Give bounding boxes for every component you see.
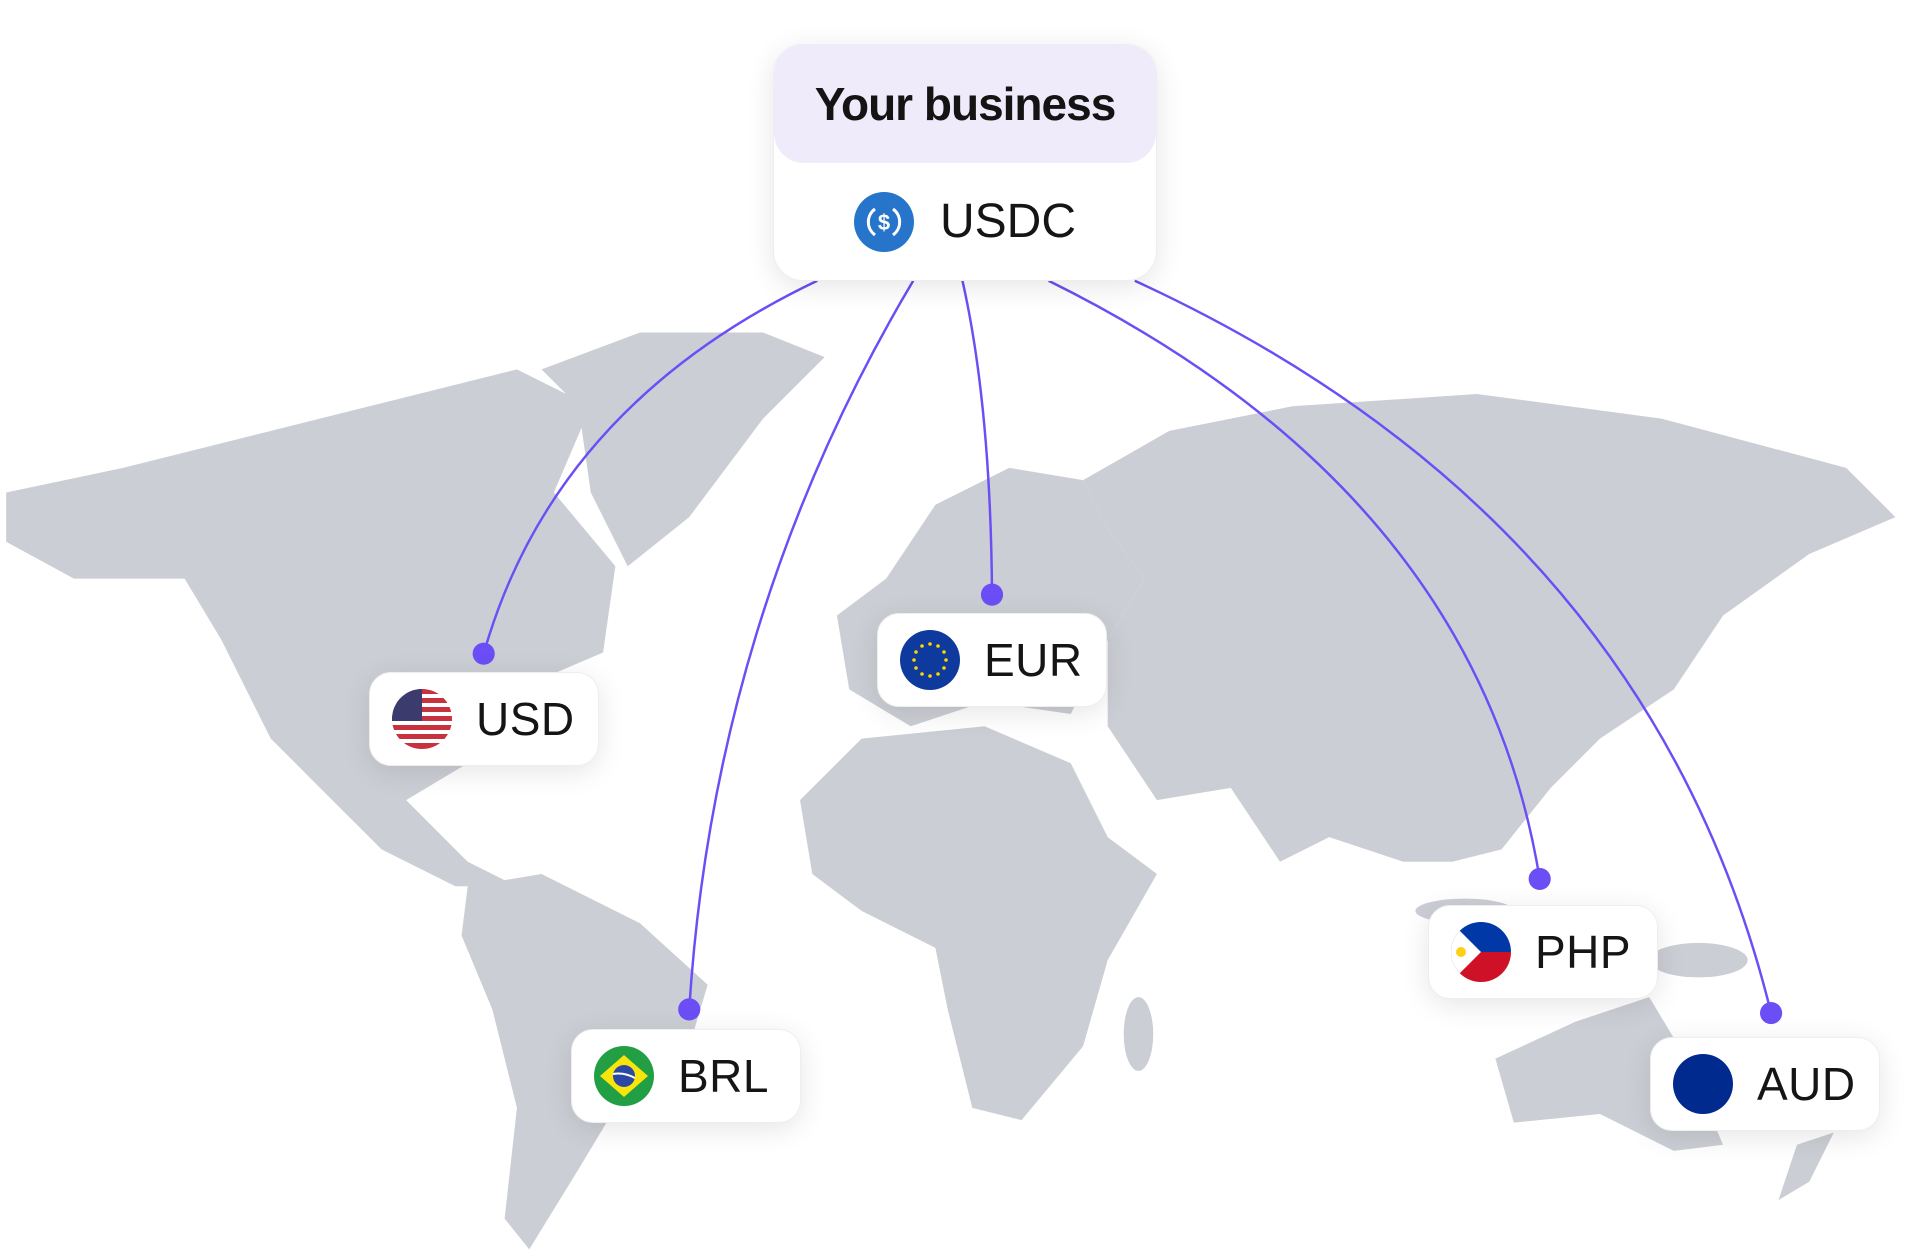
asia — [1083, 394, 1896, 862]
connector-aud — [1134, 279, 1773, 1014]
currency-card-brl: BRL — [571, 1029, 801, 1123]
north-america — [6, 369, 616, 887]
dot-brl — [678, 998, 701, 1021]
eu-flag-icon — [900, 630, 960, 690]
endpoint-dots — [472, 583, 1783, 1025]
usdc-coin-icon: $ — [853, 191, 914, 252]
greenland — [541, 332, 825, 567]
africa — [800, 726, 1157, 1121]
connector-brl — [688, 280, 915, 1010]
currency-card-eur: EUR — [877, 613, 1107, 707]
currency-card-usd: USD — [369, 672, 599, 766]
dot-eur — [980, 583, 1004, 606]
currency-code: USD — [476, 693, 575, 745]
business-title: Your business — [774, 45, 1156, 163]
currency-code: AUD — [1757, 1058, 1856, 1110]
connector-php — [1048, 279, 1541, 880]
philippines-flag-icon — [1451, 922, 1511, 982]
continents — [6, 332, 1896, 1250]
connector-eur — [961, 280, 994, 595]
connector-lines — [482, 279, 1773, 1014]
currency-code: EUR — [984, 634, 1083, 686]
currency-code: BRL — [678, 1050, 769, 1102]
business-currency: USDC — [939, 195, 1076, 248]
connector-usd — [482, 279, 818, 655]
svg-text:$: $ — [878, 210, 890, 235]
us-flag-icon — [392, 689, 452, 749]
business-card: Your business $ USDC — [773, 44, 1157, 281]
dot-usd — [472, 642, 495, 665]
currency-code: PHP — [1535, 926, 1632, 978]
dot-aud — [1760, 1002, 1783, 1025]
australia-flag-icon — [1673, 1054, 1733, 1114]
brazil-flag-icon — [594, 1046, 654, 1106]
dot-php — [1528, 867, 1551, 890]
currency-card-php: PHP — [1428, 905, 1658, 999]
currency-card-aud: AUD — [1650, 1037, 1880, 1131]
